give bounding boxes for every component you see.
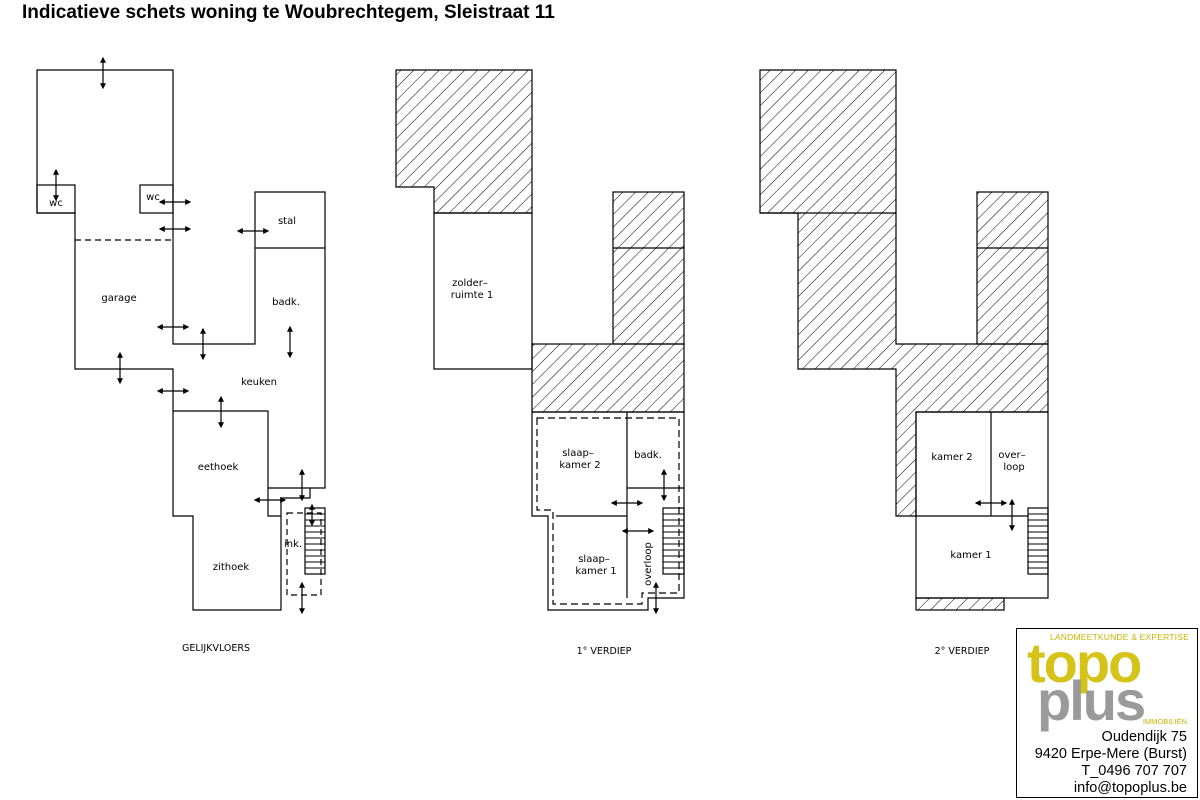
label-keuken: keuken xyxy=(241,377,277,388)
label-garage: garage xyxy=(101,293,136,304)
second-hatch-top xyxy=(759,69,1049,517)
address-street: Oudendijk 75 xyxy=(1101,729,1187,745)
address-email[interactable]: info@topoplus.be xyxy=(1073,780,1187,796)
first-hatch-top xyxy=(395,69,533,214)
label-wc-left: wc xyxy=(49,198,63,209)
label-kamer1: kamer 1 xyxy=(950,550,991,561)
label-over-1: over– xyxy=(998,450,1025,461)
label-stal: stal xyxy=(278,216,296,227)
ground-stairs xyxy=(304,507,326,575)
floor-label-first: 1° VERDIEP xyxy=(577,646,632,657)
first-lower-outline xyxy=(531,411,685,611)
first-hatch-right xyxy=(612,191,685,345)
logo-tagline: LANDMEETKUNDE & EXPERTISE xyxy=(1050,632,1189,642)
second-stair-treads xyxy=(1028,513,1048,569)
label-over-2: loop xyxy=(1003,462,1024,473)
ground-arrows xyxy=(53,56,315,615)
ink-dashed xyxy=(286,512,322,596)
second-arrows xyxy=(974,498,1015,532)
label-slaap1-1: slaap– xyxy=(578,554,610,565)
first-hatch-band xyxy=(531,343,685,413)
label-eethoek: eethoek xyxy=(198,462,239,473)
logo-brand-bottom: plus xyxy=(1037,669,1146,732)
ground-outline xyxy=(36,69,326,611)
address-city: 9420 Erpe-Mere (Burst) xyxy=(1034,746,1187,762)
label-zolder-2: ruimte 1 xyxy=(451,290,494,301)
first-floor-plan xyxy=(395,69,685,611)
label-slaap2-1: slaap– xyxy=(562,448,594,459)
address-phone: T_0496 707 707 xyxy=(1081,763,1187,779)
label-zithoek: zithoek xyxy=(213,562,250,573)
label-overloop-first: overloop xyxy=(643,542,654,586)
label-wc-right: wc xyxy=(146,192,160,203)
second-hatch-right xyxy=(976,191,1049,345)
floor-label-ground: GELIJKVLOERS xyxy=(182,643,250,654)
label-badk-first: badk. xyxy=(634,450,662,461)
company-logo-box: LANDMEETKUNDE & EXPERTISE topo plus IMMO… xyxy=(1016,628,1198,798)
label-zolder-1: zolder– xyxy=(452,278,488,289)
label-ink: ink. xyxy=(284,539,302,550)
floor-label-second: 2° VERDIEP xyxy=(935,646,990,657)
logo-brand-top: topo xyxy=(1027,631,1142,694)
zolder-outline xyxy=(433,212,533,370)
first-stairs xyxy=(662,507,685,575)
ground-floor-plan xyxy=(36,69,326,611)
logo-subline: IMMOBILIËN xyxy=(1142,717,1187,726)
second-hatch-bottom xyxy=(915,597,1005,611)
label-slaap2-2: kamer 2 xyxy=(559,460,600,471)
second-floor-plan xyxy=(759,69,1049,611)
first-arrows xyxy=(610,468,667,615)
plan-title: Indicatieve schets woning te Woubrechteg… xyxy=(22,2,555,23)
first-stair-treads xyxy=(663,513,684,569)
ground-stair-treads xyxy=(305,513,325,569)
second-stairs xyxy=(1027,507,1049,575)
first-inner-walls xyxy=(556,412,628,598)
label-badk-ground: badk. xyxy=(272,297,300,308)
label-kamer2: kamer 2 xyxy=(931,452,972,463)
first-outer-dashed xyxy=(536,417,680,605)
second-lower-outline xyxy=(915,411,1049,599)
label-slaap1-2: kamer 1 xyxy=(575,566,616,577)
company-address: Oudendijk 75 9420 Erpe-Mere (Burst) T_04… xyxy=(1035,729,1187,797)
